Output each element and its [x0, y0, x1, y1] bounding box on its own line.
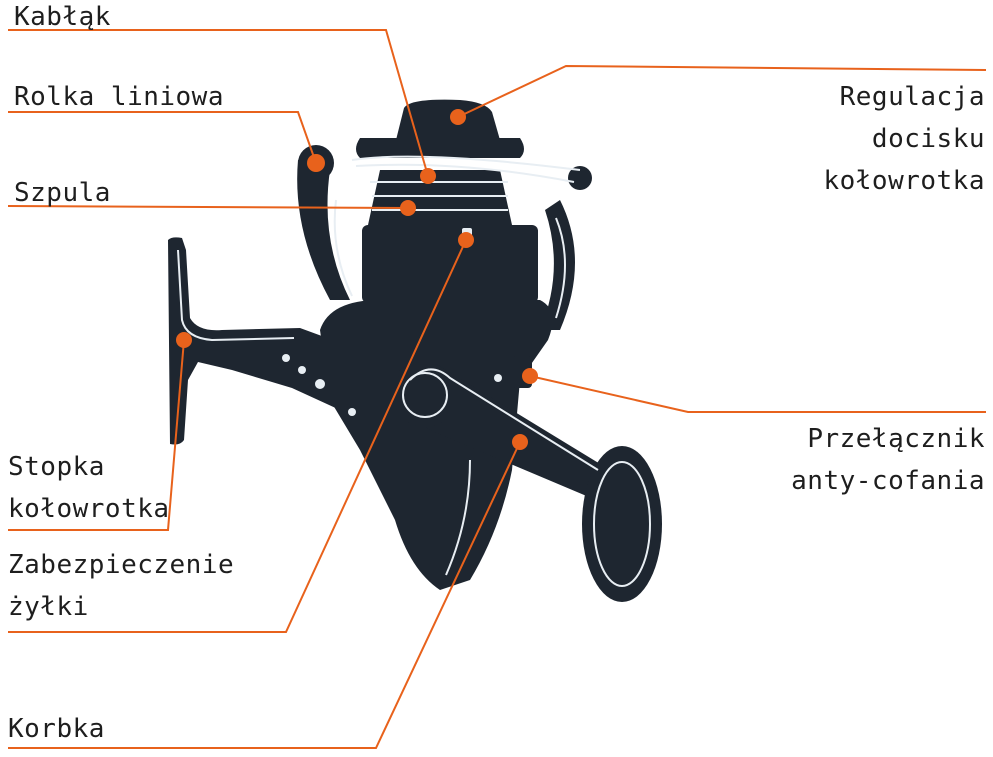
label-szpula: Szpula — [14, 178, 111, 208]
leader-regulacja — [457, 64, 987, 118]
leader-dots — [176, 109, 538, 450]
leader-rolka — [8, 111, 317, 164]
reel-foot — [168, 237, 372, 445]
dot-kablak — [420, 168, 436, 184]
screw — [298, 366, 306, 374]
spool-skirt — [362, 225, 538, 303]
dot-zabezpieczenie — [458, 232, 474, 248]
label-rolka-liniowa: Rolka liniowa — [14, 82, 224, 112]
label-stopka: Stopka kołowrotka — [8, 452, 170, 524]
dot-szpula — [400, 200, 416, 216]
reel-spool — [368, 170, 512, 225]
screw — [494, 374, 502, 382]
label-zabezpieczenie: Zabezpieczenie żyłki — [8, 550, 235, 622]
leader-przelacznik — [529, 375, 986, 413]
dot-przelacznik — [522, 368, 538, 384]
dot-stopka — [176, 332, 192, 348]
screw — [315, 379, 325, 389]
reel-highlights — [177, 155, 651, 587]
rotor-right-arm — [540, 200, 575, 330]
dot-rolka — [307, 154, 325, 172]
screw — [282, 354, 290, 362]
reel-housing — [320, 300, 553, 590]
crank-knob — [582, 446, 662, 602]
label-regulacja-docisku: Regulacja docisku kołowrotka — [823, 82, 985, 196]
leader-kablak — [8, 29, 429, 177]
label-korbka: Korbka — [8, 714, 105, 744]
label-kablak: Kabłąk — [14, 2, 111, 32]
leader-zabezpieczenie — [8, 239, 467, 633]
leader-szpula — [7, 205, 409, 209]
leader-korbka — [8, 441, 521, 749]
leader-lines — [7, 29, 987, 749]
label-przelacznik: Przełącznik anty-cofania — [791, 424, 985, 496]
leader-stopka — [8, 339, 185, 531]
dot-korbka — [512, 434, 528, 450]
screw — [348, 408, 356, 416]
reel-body — [168, 99, 662, 602]
bail-end — [568, 166, 592, 190]
spool-lip — [356, 138, 524, 158]
dot-regulacja — [450, 109, 466, 125]
rotor-left-arm — [297, 160, 350, 300]
